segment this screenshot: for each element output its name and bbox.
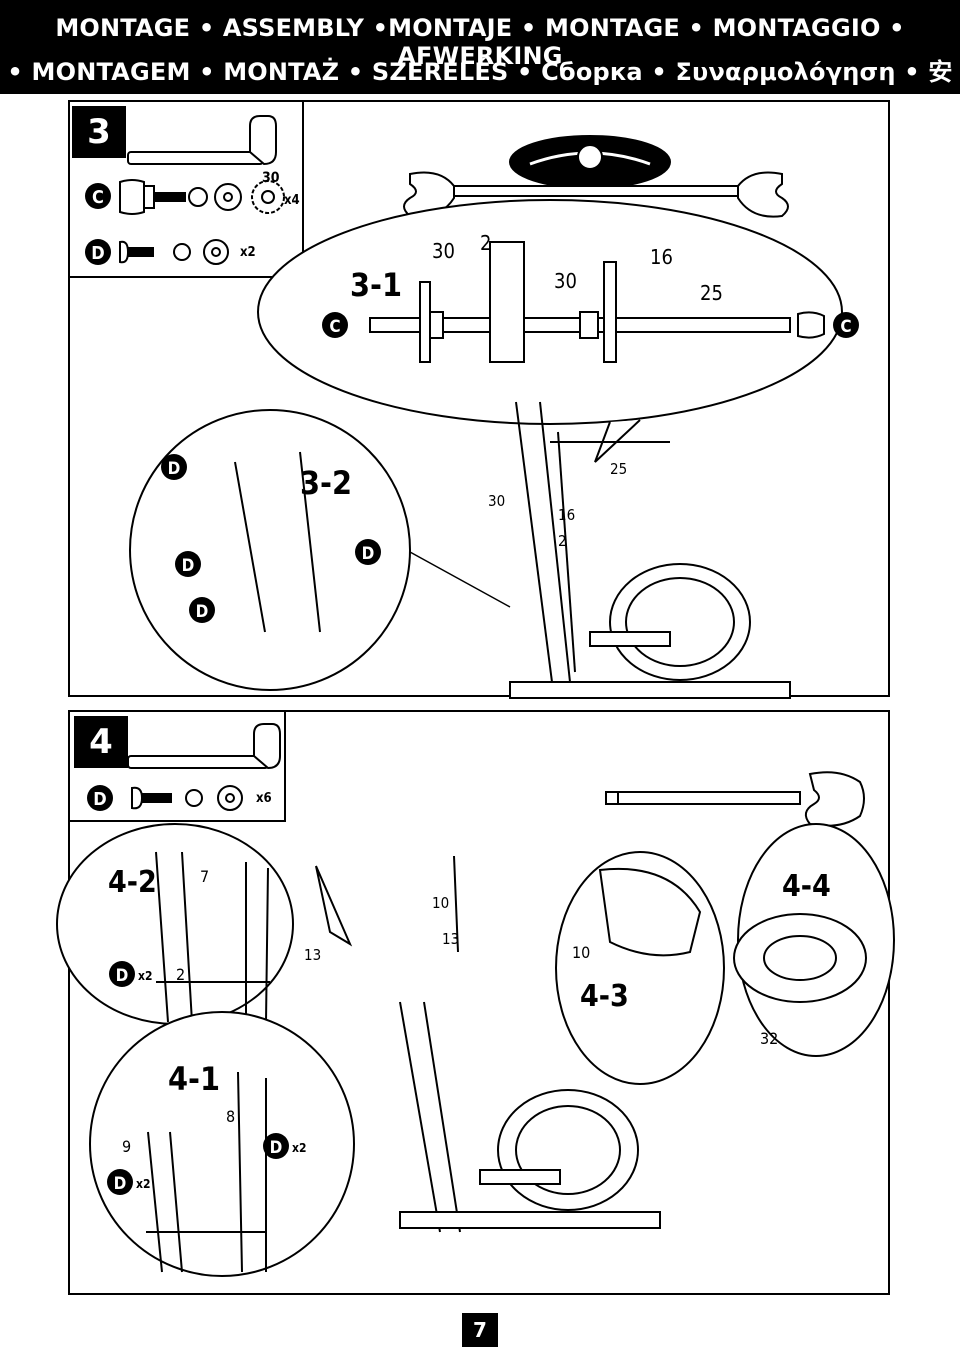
header-title-line-2: • MONTAGEM • MONTAŻ • SZERELÉS • Сборка …	[7, 58, 953, 121]
c-letter: C	[92, 187, 104, 208]
detail-c-left: C	[329, 317, 340, 337]
detail-4-2-part-2: 2	[176, 965, 185, 984]
step-4-hardware-box: 4 D x6	[68, 710, 286, 822]
step-3-assembly-illustration: 3-1 C C 30 2 30 16 25 3-2 D D D D	[129, 135, 859, 699]
elliptical-machine-drawing	[509, 401, 791, 699]
sub-step-4-1-title: 4-1	[168, 1060, 220, 1098]
detail-part-25: 25	[700, 281, 723, 305]
step-4-panel: 4 D x6 4-2 7 2	[56, 710, 895, 1295]
detail-d-2: D	[182, 556, 195, 576]
allen-key-icon	[127, 723, 281, 770]
c-quantity: x4	[284, 193, 300, 208]
label-d-circle	[87, 785, 113, 811]
spring-washer-d-icon	[173, 243, 191, 261]
elliptical-machine-drawing	[315, 855, 661, 1233]
c-size-label: 30	[262, 170, 280, 186]
detail-part-2: 2	[480, 231, 491, 255]
sub-step-4-4-title: 4-4	[782, 869, 831, 904]
detail-callout-3-1	[257, 199, 843, 425]
tool-icon	[605, 771, 865, 827]
sub-step-4-2-title: 4-2	[108, 865, 157, 900]
main-part-10: 10	[432, 894, 449, 912]
detail-4-1-d-left: D	[114, 1174, 127, 1194]
detail-d-4: D	[362, 544, 375, 564]
main-part-13-b: 13	[442, 930, 459, 948]
wrench-icon	[403, 135, 789, 218]
spring-washer-icon	[185, 789, 203, 807]
sub-step-3-2-title: 3-2	[300, 464, 352, 502]
detail-4-1-qty-right: x2	[292, 1141, 306, 1155]
crossbar-tube	[369, 241, 825, 363]
detail-4-1-part-9: 9	[122, 1137, 131, 1156]
d-quantity: x2	[240, 245, 256, 260]
page-number: 7	[462, 1313, 498, 1347]
page-header: MONTAGE • ASSEMBLY •MONTAJE • MONTAGE • …	[0, 0, 960, 121]
detail-d-3: D	[196, 602, 209, 622]
d-letter: D	[91, 243, 104, 264]
label-d-circle	[85, 239, 111, 265]
spring-washer-icon	[188, 187, 208, 207]
end-cap-icon	[119, 179, 155, 215]
bolt-d-icon	[131, 786, 172, 810]
main-part-25: 25	[610, 460, 627, 478]
step-4-assembly-illustration: 4-2 7 2 D x2 4-1 8 9 D x2 D x2 4-3 10 4-…	[56, 771, 895, 1277]
detail-c-right: C	[840, 317, 851, 337]
bolt-d-icon	[119, 240, 154, 264]
detail-part-30-a: 30	[432, 239, 455, 263]
d-letter: D	[93, 789, 106, 810]
step-3-panel: 3 C 30 x4 D	[68, 100, 890, 699]
detail-4-1-qty-left: x2	[136, 1177, 150, 1191]
main-part-16: 16	[558, 506, 575, 524]
step-number-4: 4	[74, 716, 128, 768]
step-4-hardware-illustration: D x6	[87, 723, 281, 811]
main-part-2: 2	[558, 532, 567, 550]
header-title-line-1: MONTAGE • ASSEMBLY •MONTAJE • MONTAGE • …	[55, 14, 905, 70]
detail-4-4-part-32: 32	[760, 1029, 778, 1048]
detail-callout-4-2	[56, 823, 294, 1025]
detail-part-30-b: 30	[554, 269, 577, 293]
detail-4-1-d-right: D	[270, 1138, 283, 1158]
d-quantity: x6	[256, 791, 272, 806]
sub-step-4-3-title: 4-3	[580, 979, 629, 1014]
detail-part-16: 16	[650, 245, 673, 269]
bolt-c-icon	[154, 192, 186, 202]
step-3-hardware-box: 3 C 30 x4 D	[68, 100, 304, 278]
detail-4-1-part-8: 8	[226, 1107, 235, 1126]
detail-4-2-qty: x2	[138, 969, 152, 983]
detail-4-2-part-7: 7	[200, 867, 209, 886]
detail-4-2-d: D	[116, 966, 129, 986]
step-3-hardware-illustration: C 30 x4 D x2	[85, 115, 300, 265]
detail-d-1: D	[168, 459, 181, 479]
label-c-circle	[85, 183, 111, 209]
detail-4-3-part-10: 10	[572, 943, 590, 962]
sub-step-3-1-title: 3-1	[350, 266, 402, 304]
allen-key-icon	[127, 115, 277, 166]
main-part-13-a: 13	[304, 946, 321, 964]
main-part-30: 30	[488, 492, 505, 510]
step-number-3: 3	[72, 106, 126, 158]
